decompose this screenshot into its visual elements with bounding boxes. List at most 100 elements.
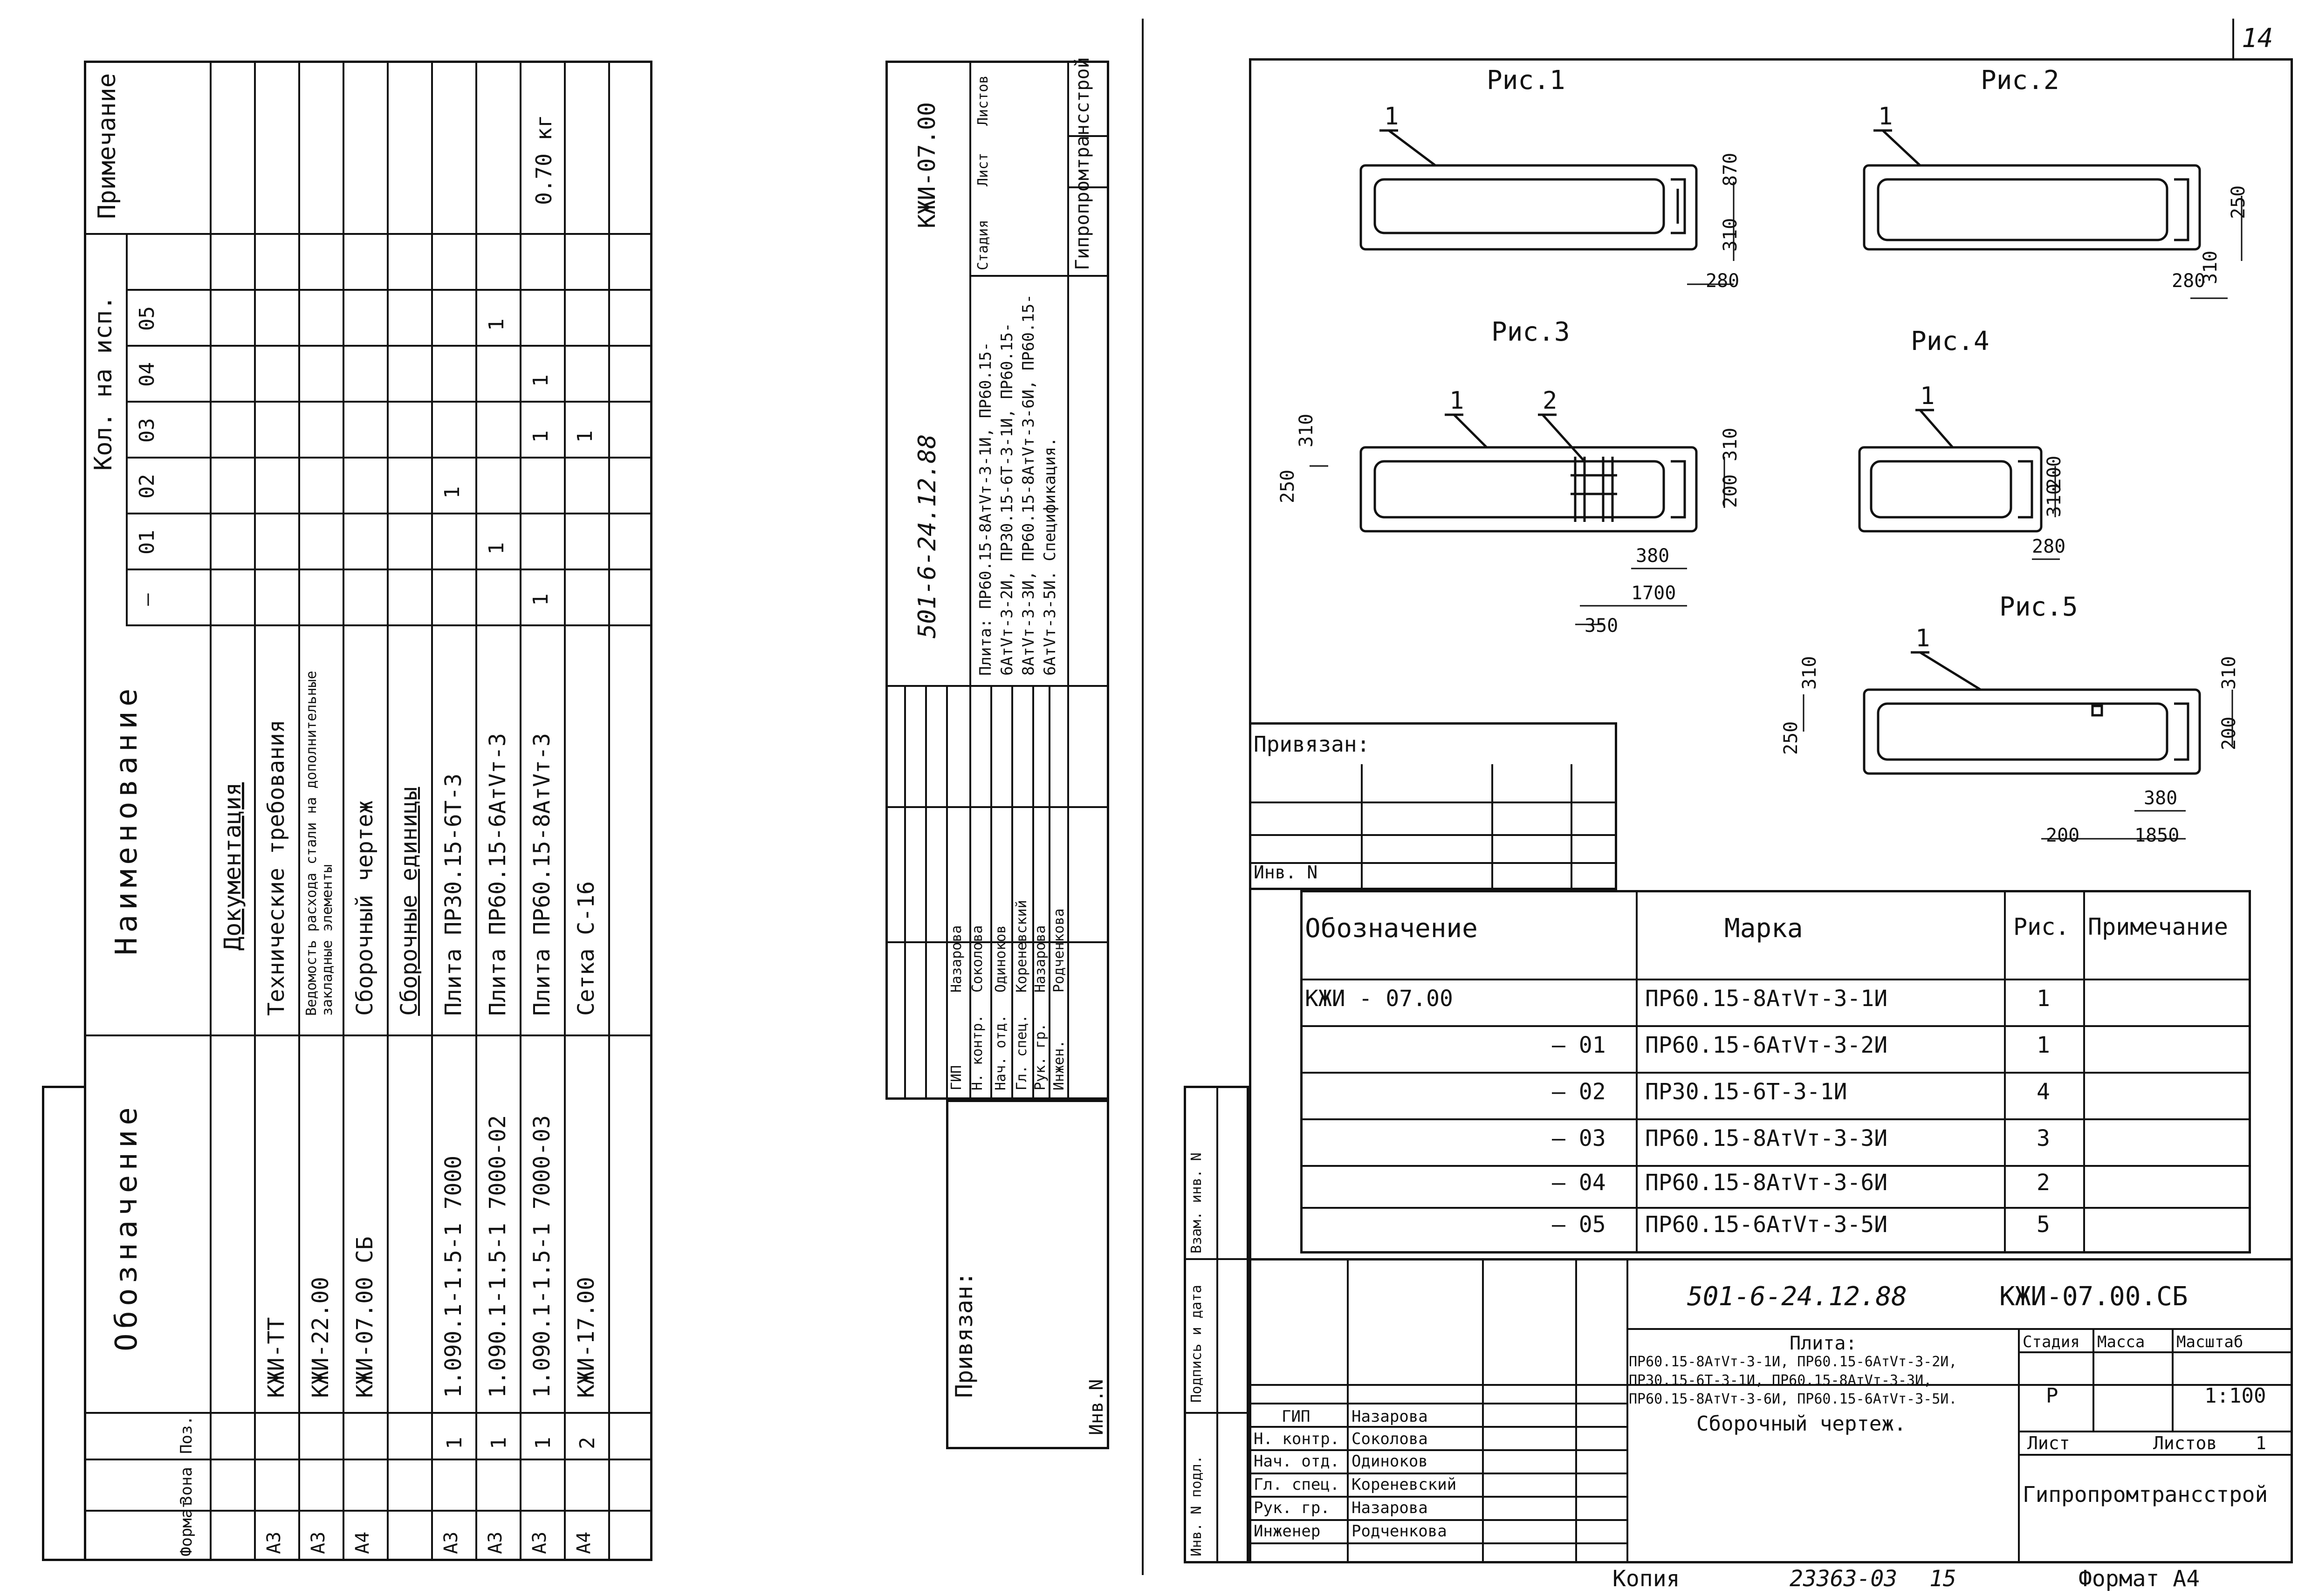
right-stamp-code: 501-6-24.12.88: [1687, 1281, 1907, 1312]
right-person-role-4: Рук. гр.: [1254, 1499, 1330, 1517]
right-person-name-0: Назарова: [1352, 1407, 1428, 1426]
right-stamp-scale: 1:100: [2204, 1384, 2266, 1408]
footer-number: 23363-03: [1790, 1566, 1898, 1592]
f4-dim-280: 280: [2032, 536, 2066, 557]
right-person-role-1: Н. контр.: [1254, 1430, 1340, 1448]
fig-5-title: Рис.5: [1999, 592, 2078, 622]
side-label-vzam: Взам. инв. N: [1188, 1152, 1205, 1254]
page-divider: [1142, 19, 1144, 1575]
f3-dim-310b: 310: [1720, 427, 1741, 461]
fig5-slab: [1863, 688, 2201, 775]
f3-dim-250: 250: [1277, 469, 1298, 503]
footer-format: Формат А4: [2079, 1566, 2200, 1592]
right-person-name-5: Родченкова: [1352, 1522, 1447, 1541]
fig2-callout: 1: [1878, 103, 1893, 130]
side-label-inv-podl: Инв. N подл.: [1188, 1455, 1205, 1556]
marks-row-5-fig: 5: [2037, 1212, 2050, 1238]
right-stamp-sheets-label: Листов: [2153, 1433, 2217, 1453]
f3-dim-1700: 1700: [1631, 582, 1676, 604]
fig-3-title: Рис.3: [1491, 317, 1570, 347]
right-person-name-1: Соколова: [1352, 1430, 1428, 1448]
right-stamp-org: Гипропромтрансстрой: [2023, 1482, 2268, 1507]
marks-row-3-des: — 03: [1552, 1125, 1606, 1151]
right-stamp-mass-label: Масса: [2097, 1333, 2145, 1351]
f1-dim-310: 310: [1720, 218, 1741, 252]
right-stamp-sheet-label: Лист: [2027, 1433, 2070, 1453]
fig3-slab: [1359, 446, 1698, 533]
right-person-role-0: ГИП: [1282, 1407, 1310, 1426]
marks-row-5-des: — 05: [1552, 1212, 1606, 1238]
f5-dim-250: 250: [1780, 721, 1802, 755]
f3-dim-350: 350: [1585, 615, 1619, 637]
f5-dim-200: 200: [2218, 716, 2240, 750]
side-label-sign: Подпись и дата: [1188, 1285, 1205, 1403]
f5-dim-310a: 310: [1799, 656, 1820, 690]
right-stamp-title4: ПР60.15-8АтVт-3-6И, ПР60.15-6АтVт-3-5И.: [1629, 1391, 1957, 1407]
fig-1-title: Рис.1: [1487, 65, 1565, 96]
right-stamp-title3: ПР30.15-6Т-3-1И, ПР60.15-8АтVт-3-3И,: [1629, 1372, 1932, 1389]
footer-copy: Копия: [1612, 1566, 1680, 1592]
fig2-slab: [1863, 164, 2201, 251]
f3-dim-310a: 310: [1296, 413, 1317, 447]
right-stamp-stage: Р: [2046, 1384, 2058, 1408]
left-stamp: [885, 61, 1109, 1100]
marks-row-3-mark: ПР60.15-8АтVт-3-3И: [1645, 1125, 1888, 1151]
f1-dim-280: 280: [1706, 270, 1740, 292]
right-stamp-doc: КЖИ-07.00.СБ: [1999, 1281, 2188, 1312]
f1-dim-870: 870: [1720, 152, 1741, 186]
fig1-callout: 1: [1384, 103, 1399, 130]
footer-sheet-no: 15: [1929, 1566, 1956, 1592]
fig5-callout: 1: [1915, 624, 1930, 652]
right-stamp-sheets: 1: [2256, 1433, 2266, 1453]
marks-row-0-mark: ПР60.15-8АтVт-3-1И: [1645, 986, 1888, 1012]
f4-dim-200: 200: [2044, 455, 2065, 489]
f5-dim-310b: 310: [2218, 656, 2240, 690]
marks-row-4-des: — 04: [1552, 1170, 1606, 1196]
f5-dim-380: 380: [2144, 788, 2178, 809]
f5-dim-1850: 1850: [2134, 825, 2180, 846]
right-stamp-title1: Плита:: [1790, 1333, 1857, 1354]
f3-dim-380: 380: [1636, 545, 1670, 567]
f2-dim-250: 250: [2228, 185, 2249, 219]
right-stamp-subtitle: Сборочный чертеж.: [1696, 1412, 1907, 1436]
right-inv: Инв. N: [1254, 862, 1318, 883]
marks-header-fig: Рис.: [2013, 913, 2070, 940]
marks-row-2-mark: ПР30.15-6Т-3-1И: [1645, 1079, 1847, 1105]
marks-row-0-fig: 1: [2037, 986, 2050, 1012]
marks-row-1-mark: ПР60.15-6АтVт-3-2И: [1645, 1032, 1888, 1058]
marks-row-4-mark: ПР60.15-8АтVт-3-6И: [1645, 1170, 1888, 1196]
right-privyazan: Привязан:: [1254, 732, 1370, 757]
marks-row-5-mark: ПР60.15-6АтVт-3-5И: [1645, 1212, 1888, 1238]
fig1-slab: [1359, 164, 1698, 251]
page-number: 14: [2242, 23, 2273, 54]
marks-header-mark: Марка: [1724, 913, 1803, 944]
marks-row-0-des: КЖИ - 07.00: [1305, 986, 1453, 1012]
fig4-slab: [1858, 446, 2043, 533]
marks-row-2-des: — 02: [1552, 1079, 1606, 1105]
marks-row-1-fig: 1: [2037, 1032, 2050, 1058]
right-person-role-3: Гл. спец.: [1254, 1475, 1340, 1494]
right-privyazan-frame: [1249, 722, 1617, 890]
left-privyazan-frame: [946, 1100, 1109, 1449]
fig3-callout-2: 2: [1543, 387, 1557, 415]
marks-row-1-des: — 01: [1552, 1032, 1606, 1058]
fig3-callout-1: 1: [1449, 387, 1464, 415]
fig-2-title: Рис.2: [1981, 65, 2059, 96]
right-person-name-4: Назарова: [1352, 1499, 1428, 1517]
col-sep-note: [84, 233, 652, 235]
marks-row-2-fig: 4: [2037, 1079, 2050, 1105]
right-person-role-2: Нач. отд.: [1254, 1452, 1340, 1471]
fig-4-title: Рис.4: [1911, 326, 1990, 356]
marks-header-note: Примечание: [2088, 913, 2229, 940]
fig4-callout: 1: [1920, 382, 1935, 410]
left-edge-frame: [42, 1086, 86, 1561]
right-person-name-2: Одиноков: [1352, 1452, 1428, 1471]
marks-row-4-fig: 2: [2037, 1170, 2050, 1196]
right-stamp-stage-label: Стадия: [2023, 1333, 2080, 1351]
f3-dim-200: 200: [1720, 474, 1741, 508]
right-person-name-3: Кореневский: [1352, 1475, 1457, 1494]
f2-dim-280: 280: [2172, 270, 2206, 292]
right-stamp: [1249, 1258, 2293, 1563]
right-person-role-5: Инженер: [1254, 1522, 1321, 1541]
